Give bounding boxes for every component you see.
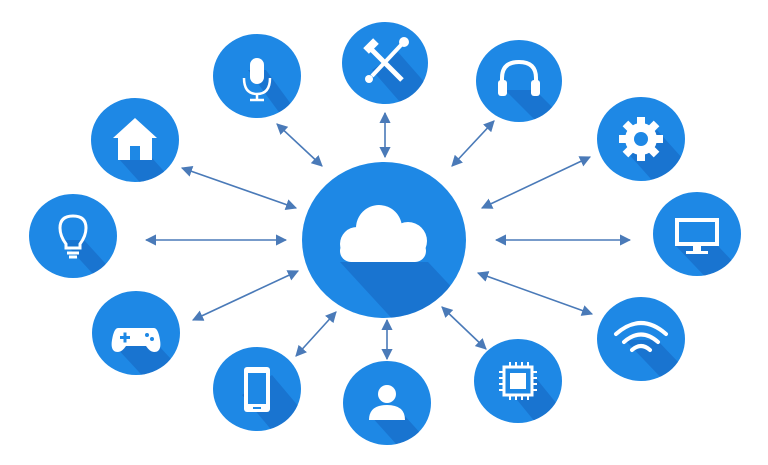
arrow-gamepad [191,270,300,321]
connectors [144,111,632,361]
user-icon [369,385,405,420]
monitor-icon [675,218,719,254]
arrow-chip [441,306,487,350]
device-node-microphone [213,34,301,118]
device-node-gear [597,97,685,181]
arrow-headphones [451,120,495,167]
gamepad-icon [111,328,161,352]
device-node-wifi [597,297,685,381]
device-node-monitor [653,192,741,276]
arrow-wifi [476,271,594,316]
smartphone-icon [244,367,270,412]
device-node-home [91,98,179,182]
arrow-gear [480,156,592,209]
headphones-icon [498,59,540,96]
lightbulb-icon [58,214,88,259]
cloud-hub [302,162,466,318]
microphone-icon [242,58,272,102]
device-node-gamepad [92,291,180,375]
device-node-lightbulb [29,194,117,278]
gear-icon [619,117,663,161]
chip-icon [499,362,537,400]
tools-icon [363,37,409,83]
home-icon [113,118,157,160]
device-node-headphones [476,40,562,122]
arrow-smartphone [295,311,337,357]
device-node-user [343,361,431,445]
arrow-microphone [276,123,323,167]
device-node-tools [342,22,428,104]
wifi-icon [614,321,668,352]
device-node-smartphone [213,347,301,431]
device-node-chip [474,339,562,423]
arrow-home [180,166,298,210]
cloud-icon [340,205,427,262]
